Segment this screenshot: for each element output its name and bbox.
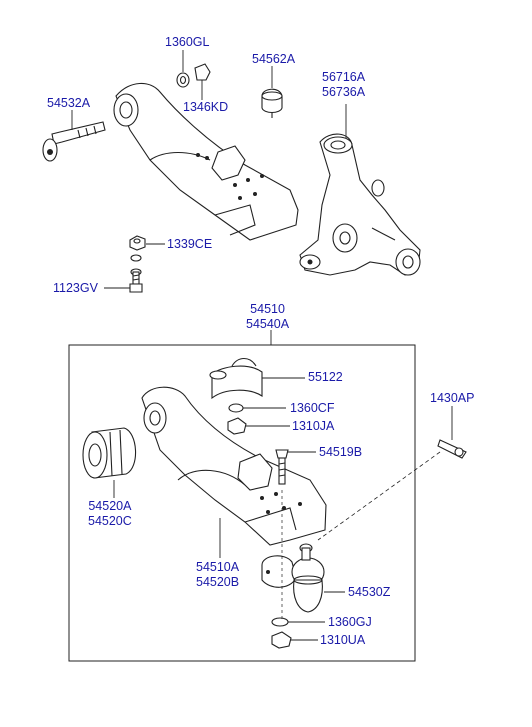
label-1360gl[interactable]: 1360GL bbox=[165, 35, 210, 49]
bolt-54532a-drawing bbox=[42, 121, 106, 162]
cotter-pin-dashed-guide bbox=[317, 451, 441, 541]
label-1310ua[interactable]: 1310UA bbox=[320, 633, 366, 647]
cotter-pin-drawing bbox=[437, 439, 467, 459]
upper-arm-top-drawing bbox=[113, 82, 299, 241]
bushing-drawing bbox=[82, 427, 137, 479]
lower-arm-drawing bbox=[141, 386, 327, 588]
nut-1310ua-drawing bbox=[271, 631, 292, 649]
label-54530z[interactable]: 54530Z bbox=[348, 585, 391, 599]
label-54520b: 54520B bbox=[196, 575, 240, 589]
label-56736a: 56736A bbox=[322, 85, 366, 99]
label-1123gv[interactable]: 1123GV bbox=[53, 281, 98, 295]
label-54510a-54520b[interactable]: 54510A 54520B bbox=[196, 560, 239, 590]
nut-1339ce-drawing bbox=[129, 235, 146, 251]
label-54510-54540a[interactable]: 54510 54540A bbox=[246, 302, 289, 332]
label-56716a: 56716A bbox=[322, 70, 366, 84]
bracket-55122-drawing bbox=[209, 357, 263, 400]
bolt-54519b-drawing bbox=[275, 449, 289, 485]
assembly-box bbox=[68, 344, 416, 662]
label-1339ce[interactable]: 1339CE bbox=[167, 237, 213, 251]
label-54562a[interactable]: 54562A bbox=[252, 52, 296, 66]
label-1360cf[interactable]: 1360CF bbox=[290, 401, 335, 415]
knuckle-drawing bbox=[299, 133, 421, 276]
label-54510a: 54510A bbox=[196, 560, 240, 574]
label-54510: 54510 bbox=[250, 302, 285, 316]
label-54532a[interactable]: 54532A bbox=[47, 96, 91, 110]
label-1360gj[interactable]: 1360GJ bbox=[328, 615, 372, 629]
label-55122[interactable]: 55122 bbox=[308, 370, 343, 384]
label-54520c: 54520C bbox=[88, 514, 132, 528]
washer-1360cf-drawing bbox=[228, 403, 244, 413]
label-54520a-54520c[interactable]: 54520A 54520C bbox=[88, 499, 132, 529]
washer-1360gj-drawing bbox=[271, 617, 289, 627]
bump-stopper-drawing bbox=[261, 88, 283, 118]
label-1346kd[interactable]: 1346KD bbox=[183, 100, 229, 114]
label-54540a: 54540A bbox=[246, 317, 290, 331]
label-1310ja[interactable]: 1310JA bbox=[292, 419, 335, 433]
label-1430ap[interactable]: 1430AP bbox=[430, 391, 475, 405]
bolt-1123gv-drawing bbox=[129, 254, 143, 293]
nut-1310ja-drawing bbox=[227, 417, 247, 435]
nut-washer-top-drawing bbox=[176, 63, 211, 88]
ball-joint-drawing bbox=[291, 543, 325, 613]
label-54519b[interactable]: 54519B bbox=[319, 445, 363, 459]
label-56716a-56736a[interactable]: 56716A 56736A bbox=[322, 70, 365, 100]
label-54520a: 54520A bbox=[88, 499, 132, 513]
